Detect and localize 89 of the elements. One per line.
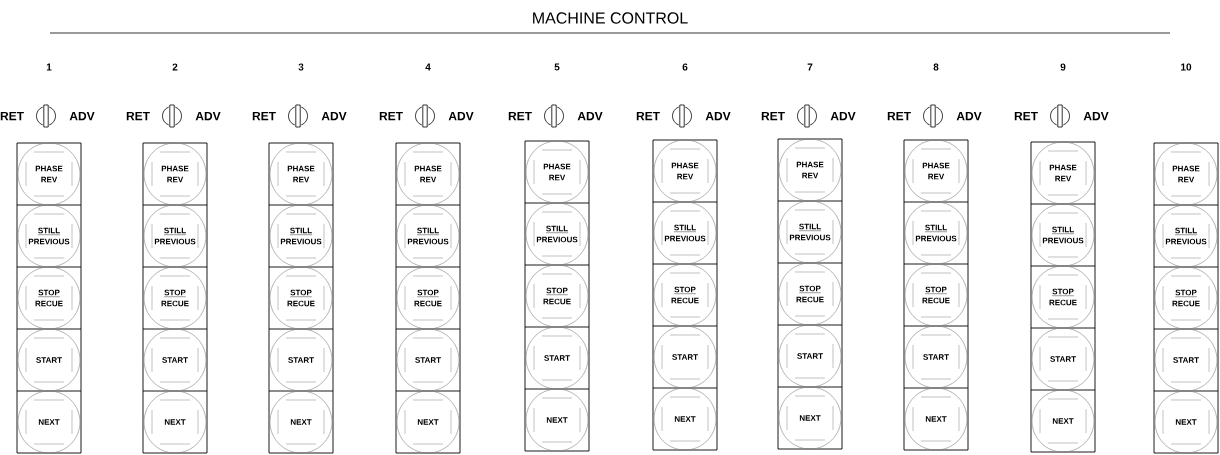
push-button: NEXT — [1031, 389, 1095, 453]
push-button: STOP RECUE — [525, 264, 589, 328]
push-button: STOP RECUE — [653, 263, 717, 327]
push-button: STOP RECUE — [396, 266, 460, 330]
column-number: 9 — [1060, 63, 1066, 71]
push-button: START — [396, 328, 460, 392]
switch-label: RET — [636, 111, 660, 121]
switch-label: ADV — [448, 111, 474, 121]
push-button: PHASE REV — [778, 138, 842, 202]
push-button: STILL PREVIOUS — [904, 201, 968, 265]
push-button: STILL PREVIOUS — [778, 200, 842, 264]
push-button: START — [778, 324, 842, 388]
push-button: PHASE REV — [269, 142, 333, 206]
push-button: PHASE REV — [17, 142, 81, 206]
push-button: PHASE REV — [396, 142, 460, 206]
push-button: STOP RECUE — [17, 266, 81, 330]
push-button: STOP RECUE — [1154, 266, 1218, 330]
button-panel — [395, 142, 461, 454]
button-panel — [142, 142, 208, 454]
push-button: STOP RECUE — [269, 266, 333, 330]
button-panel — [1153, 142, 1219, 454]
button-panel — [652, 139, 718, 451]
column-number: 8 — [933, 63, 939, 71]
push-button: START — [17, 328, 81, 392]
push-button: NEXT — [904, 387, 968, 451]
push-button: STOP RECUE — [143, 266, 207, 330]
column-number: 2 — [172, 63, 178, 71]
push-button: STILL PREVIOUS — [1031, 203, 1095, 267]
button-panel — [1030, 141, 1096, 453]
switch-label: ADV — [956, 111, 982, 121]
switch-label: RET — [508, 111, 532, 121]
push-button: PHASE REV — [525, 140, 589, 204]
column-number: 4 — [425, 63, 431, 71]
switch-label: ADV — [69, 111, 95, 121]
switch-label: RET — [379, 111, 403, 121]
column-number: 10 — [1181, 63, 1192, 71]
switch-label: ADV — [830, 111, 856, 121]
push-button: START — [653, 325, 717, 389]
switch-label: RET — [0, 111, 24, 121]
column-number: 6 — [682, 63, 688, 71]
button-panel — [268, 142, 334, 454]
button-panel — [16, 142, 82, 454]
push-button: STILL PREVIOUS — [17, 204, 81, 268]
push-button: PHASE REV — [143, 142, 207, 206]
switch-label: RET — [887, 111, 911, 121]
switch-label: ADV — [321, 111, 347, 121]
switch-label: ADV — [195, 111, 221, 121]
push-button: NEXT — [653, 387, 717, 451]
button-panel — [903, 139, 969, 451]
push-button: STILL PREVIOUS — [653, 201, 717, 265]
button-panel — [777, 138, 843, 450]
switch-label: ADV — [1083, 111, 1109, 121]
switch-label: RET — [761, 111, 785, 121]
push-button: PHASE REV — [1031, 141, 1095, 205]
push-button: PHASE REV — [1154, 142, 1218, 206]
push-button: NEXT — [17, 390, 81, 454]
push-button: STILL PREVIOUS — [143, 204, 207, 268]
push-button: STOP RECUE — [904, 263, 968, 327]
push-button: START — [143, 328, 207, 392]
push-button: START — [1154, 328, 1218, 392]
push-button: PHASE REV — [653, 139, 717, 203]
switch-label: RET — [252, 111, 276, 121]
push-button: START — [525, 326, 589, 390]
switch-label: ADV — [705, 111, 731, 121]
title: MACHINE CONTROL — [533, 12, 688, 24]
switch-label: ADV — [577, 111, 603, 121]
push-button: NEXT — [269, 390, 333, 454]
push-button: NEXT — [525, 388, 589, 452]
push-button: START — [904, 325, 968, 389]
push-button: STOP RECUE — [1031, 265, 1095, 329]
switch-label: RET — [1014, 111, 1038, 121]
switch-label: RET — [126, 111, 150, 121]
button-panel — [524, 140, 590, 452]
push-button: STOP RECUE — [778, 262, 842, 326]
column-number: 7 — [807, 63, 813, 71]
push-button: STILL PREVIOUS — [1154, 204, 1218, 268]
push-button: STILL PREVIOUS — [269, 204, 333, 268]
push-button: START — [1031, 327, 1095, 391]
column-number: 3 — [298, 63, 304, 71]
push-button: PHASE REV — [904, 139, 968, 203]
column-number: 1 — [46, 63, 52, 71]
column-number: 5 — [554, 63, 560, 71]
push-button: START — [269, 328, 333, 392]
push-button: STILL PREVIOUS — [396, 204, 460, 268]
push-button: NEXT — [1154, 390, 1218, 454]
push-button: NEXT — [143, 390, 207, 454]
push-button: NEXT — [396, 390, 460, 454]
push-button: NEXT — [778, 386, 842, 450]
push-button: STILL PREVIOUS — [525, 202, 589, 266]
